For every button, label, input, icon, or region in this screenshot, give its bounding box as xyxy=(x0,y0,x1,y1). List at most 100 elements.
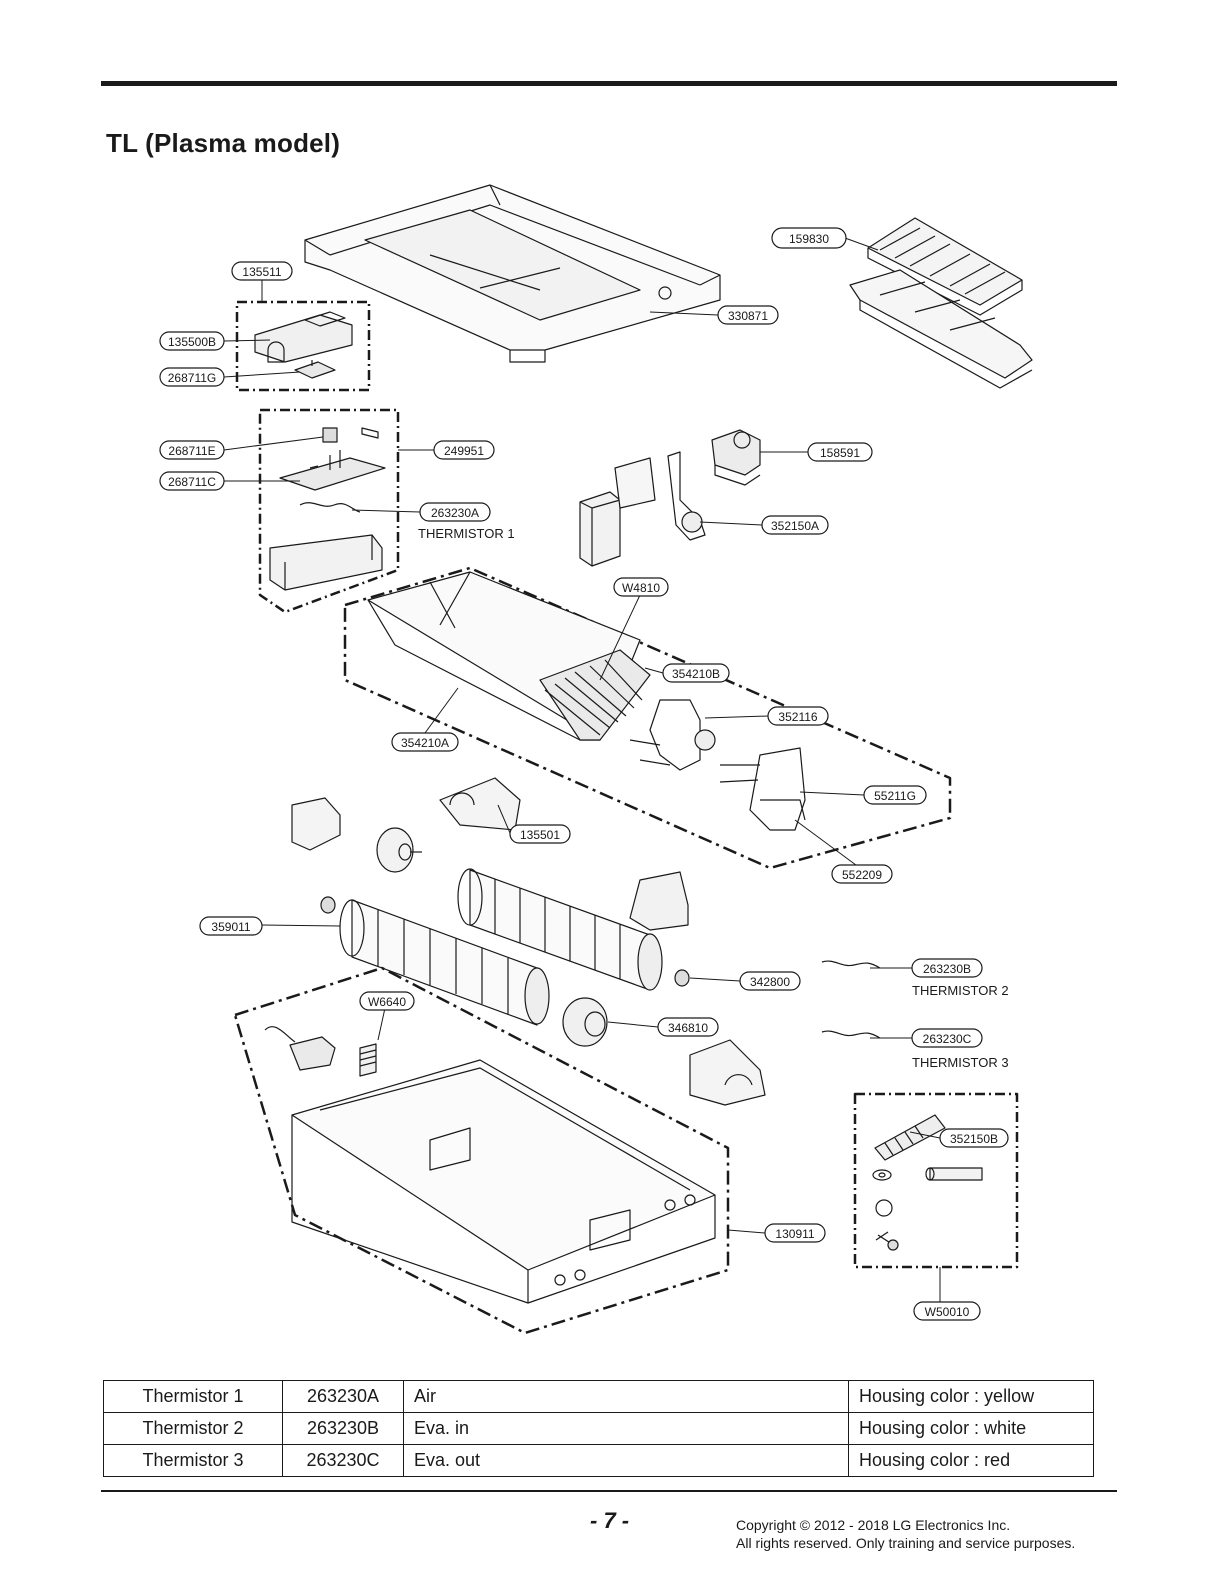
svg-text:135511: 135511 xyxy=(242,265,281,279)
group-box-control xyxy=(258,408,400,614)
cross-flow-fan-front xyxy=(339,899,550,1026)
pipe-352116 xyxy=(629,699,716,771)
clamp xyxy=(875,1199,893,1217)
callout-330871: 330871 xyxy=(717,305,779,325)
svg-text:268711E: 268711E xyxy=(168,444,215,458)
callout-249951: 249951 xyxy=(433,440,495,460)
callout-130911: 130911 xyxy=(764,1223,826,1243)
motor-mount-135501 xyxy=(439,777,521,831)
callout-263230B: 263230B xyxy=(911,958,983,978)
callout-552209: 552209 xyxy=(831,864,893,884)
page-title: TL (Plasma model) xyxy=(106,128,341,158)
svg-text:268711G: 268711G xyxy=(168,371,217,385)
callout-354210B: 354210B xyxy=(662,663,730,683)
thermistor-1-wire xyxy=(299,502,361,513)
callout-352116: 352116 xyxy=(767,706,829,726)
table-cell: Thermistor 3 xyxy=(103,1444,283,1477)
svg-text:352150B: 352150B xyxy=(950,1132,998,1146)
table-cell: 263230C xyxy=(282,1444,404,1477)
valve-158591 xyxy=(711,429,761,486)
washer xyxy=(872,1169,892,1181)
thermistor-1-label: THERMISTOR 1 xyxy=(418,526,515,541)
drain-hose xyxy=(874,1114,946,1161)
callout-346810: 346810 xyxy=(657,1017,719,1037)
svg-text:330871: 330871 xyxy=(728,309,768,323)
copyright: Copyright © 2012 - 2018 LG Electronics I… xyxy=(736,1516,1075,1552)
thermistor-3-label: THERMISTOR 3 xyxy=(912,1055,1009,1070)
svg-text:159830: 159830 xyxy=(789,232,829,246)
table-cell: 263230B xyxy=(282,1412,404,1445)
group-box-evaporator xyxy=(343,566,952,870)
callout-55211G: 55211G xyxy=(863,785,927,805)
table-row: Thermistor 2 263230B Eva. in Housing col… xyxy=(103,1412,1094,1445)
svg-text:249951: 249951 xyxy=(444,444,484,458)
capacitor-w6640 xyxy=(264,1026,377,1077)
plasma-pcb xyxy=(294,360,336,379)
callout-263230C: 263230C xyxy=(911,1028,983,1048)
callout-135500B: 135500B xyxy=(159,331,225,351)
copyright-line-2: All rights reserved. Only training and s… xyxy=(736,1535,1076,1551)
page-number: - 7 - xyxy=(590,1508,630,1533)
callout-158591: 158591 xyxy=(807,442,873,462)
svg-text:263230B: 263230B xyxy=(923,962,971,976)
callout-354210A: 354210A xyxy=(391,732,459,752)
pump-assembly xyxy=(667,451,706,541)
callout-135501: 135501 xyxy=(509,824,571,844)
bearing-359011 xyxy=(320,896,336,914)
main-pcb xyxy=(279,450,386,491)
callout-268711E: 268711E xyxy=(159,440,225,460)
thermistor-table: Thermistor 1 263230A Air Housing color :… xyxy=(103,1380,1094,1477)
group-box-accessories xyxy=(853,1092,1019,1269)
svg-text:130911: 130911 xyxy=(775,1227,814,1241)
svg-text:359011: 359011 xyxy=(211,920,250,934)
thermistor-2-wire xyxy=(821,960,881,969)
exploded-parts-diagram: 159830 135511 330871 135500B 268711G 268… xyxy=(159,184,1033,1335)
callout-352150A: 352150A xyxy=(761,515,829,535)
thermistor-3-wire xyxy=(821,1030,881,1039)
svg-text:55211G: 55211G xyxy=(874,789,916,803)
callout-W4810: W4810 xyxy=(613,577,669,597)
callout-W50010: W50010 xyxy=(913,1301,981,1321)
callout-159830: 159830 xyxy=(771,227,847,249)
table-cell: Air xyxy=(403,1380,849,1413)
svg-text:135501: 135501 xyxy=(520,828,560,842)
plasma-bracket xyxy=(254,311,353,363)
control-box-cover xyxy=(269,534,383,591)
table-row: Thermistor 3 263230C Eva. out Housing co… xyxy=(103,1444,1094,1477)
fan-support xyxy=(629,871,689,931)
screw xyxy=(875,1231,899,1251)
callout-352150B: 352150B xyxy=(939,1128,1009,1148)
table-cell: Thermistor 2 xyxy=(103,1412,283,1445)
motor-mount-left xyxy=(291,797,341,851)
callout-268711G: 268711G xyxy=(159,367,225,387)
svg-text:552209: 552209 xyxy=(842,868,882,882)
svg-text:342800: 342800 xyxy=(750,975,790,989)
copyright-line-1: Copyright © 2012 - 2018 LG Electronics I… xyxy=(736,1517,1011,1533)
cross-flow-fan-rear xyxy=(457,868,663,991)
svg-text:354210A: 354210A xyxy=(401,736,449,750)
svg-text:352150A: 352150A xyxy=(771,519,819,533)
group-box-chassis xyxy=(233,966,730,1335)
pin xyxy=(925,1167,983,1181)
callout-135511: 135511 xyxy=(231,261,293,281)
leader-lines xyxy=(223,237,941,1302)
callout-359011: 359011 xyxy=(199,916,263,936)
svg-text:268711C: 268711C xyxy=(168,475,216,489)
table-cell: Eva. in xyxy=(403,1412,849,1445)
group-box-135511 xyxy=(235,300,371,392)
svg-text:W6640: W6640 xyxy=(368,995,406,1009)
table-cell: 263230A xyxy=(282,1380,404,1413)
evaporator-coil xyxy=(367,571,651,741)
table-row: Thermistor 1 263230A Air Housing color :… xyxy=(103,1380,1094,1413)
thermistor-2-label: THERMISTOR 2 xyxy=(912,983,1009,998)
svg-text:263230A: 263230A xyxy=(431,506,479,520)
pipe-55211G xyxy=(719,747,806,831)
svg-text:354210B: 354210B xyxy=(672,667,720,681)
top-rule xyxy=(101,81,1117,86)
callout-268711C: 268711C xyxy=(159,471,225,491)
callout-W6640: W6640 xyxy=(359,991,415,1011)
motor-346810 xyxy=(562,997,608,1047)
svg-text:W4810: W4810 xyxy=(622,581,660,595)
svg-text:W50010: W50010 xyxy=(925,1305,970,1319)
table-cell: Housing color : red xyxy=(848,1444,1094,1477)
